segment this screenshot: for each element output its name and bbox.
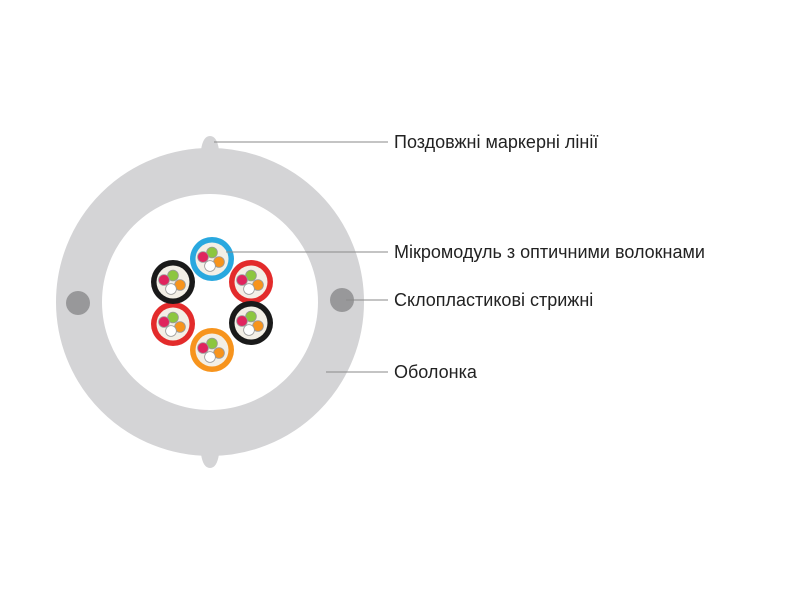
marker-line-bottom [201,454,219,468]
fiber-red [236,274,248,286]
label-sheath: Оболонка [394,362,477,382]
label-micromodule: Мікромодуль з оптичними волокнами [394,242,705,262]
fiber-red [236,315,248,327]
fiber-white [165,325,177,337]
micromodule-5-red [151,302,195,346]
fiber-white [204,260,216,272]
micromodule-4-orange [190,328,234,372]
fiber-red [197,342,209,354]
marker-line-top [201,136,219,150]
micromodule-2-red [229,260,273,304]
fiber-white [204,351,216,363]
micromodule-3-black [229,301,273,345]
label-marker-lines: Поздовжні маркерні лінії [394,132,599,152]
fiber-white [243,324,255,336]
micromodule-group [151,237,273,372]
fiber-white [243,283,255,295]
fiber-red [158,274,170,286]
fiber-red [158,316,170,328]
leader-lines [214,141,388,373]
cable-sheath [56,148,364,456]
micromodule-1-blue [190,237,234,281]
micromodule-6-black [151,260,195,304]
label-fiberglass-rods: Склопластикові стрижні [394,290,594,310]
fiberglass-rod-right [330,288,354,312]
fiberglass-rod-left [66,291,90,315]
fiber-red [197,251,209,263]
fiber-white [165,283,177,295]
